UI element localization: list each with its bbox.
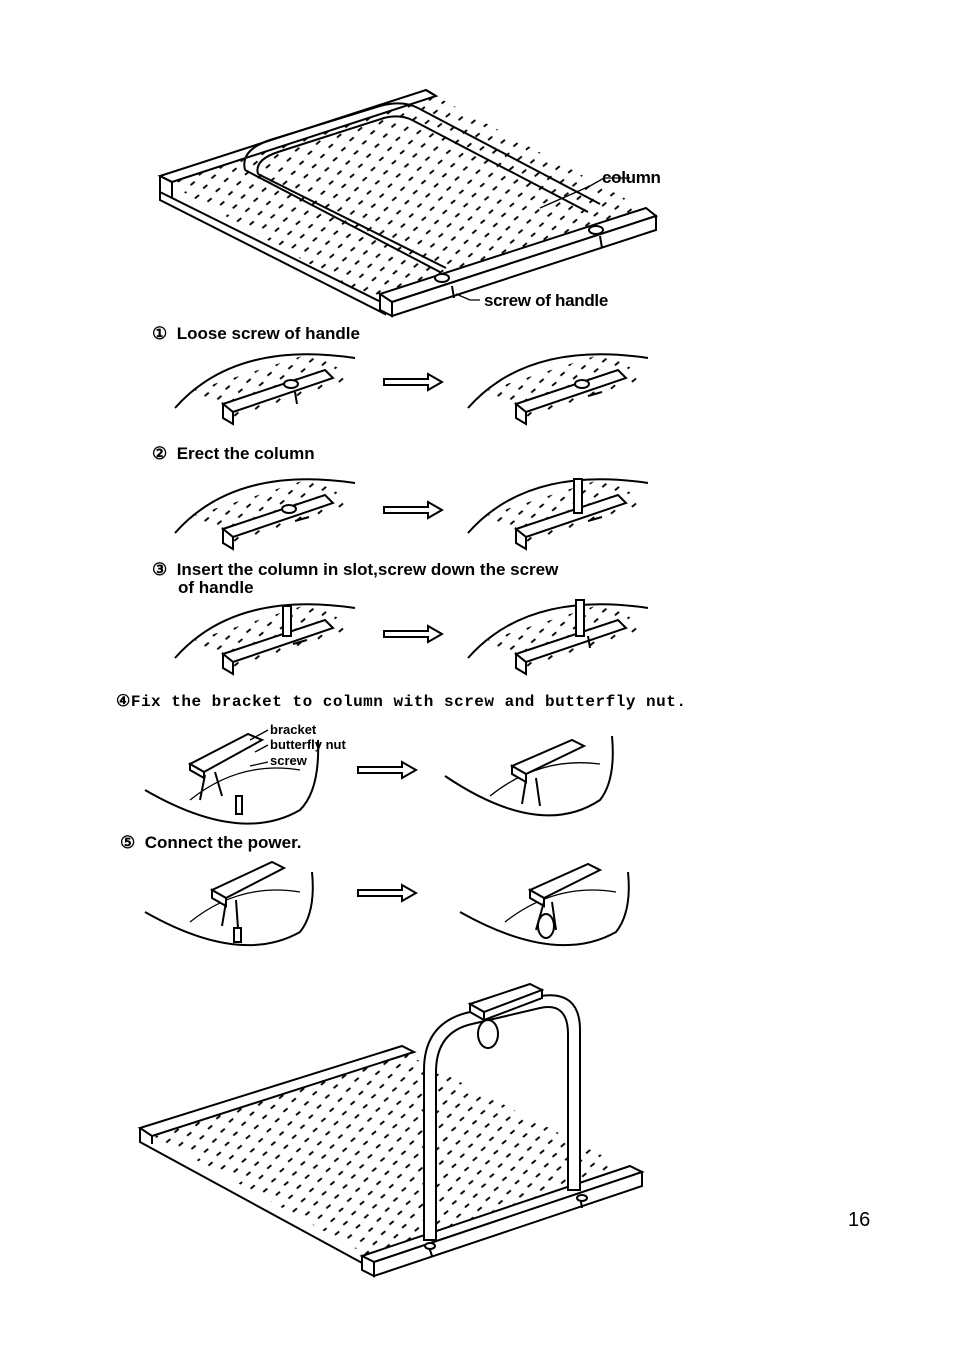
- label-column: column: [602, 168, 661, 187]
- step3-drawings: [174, 599, 649, 676]
- step-4-number: ④: [116, 693, 131, 711]
- final-assembly-drawing: [137, 982, 645, 1278]
- step-3-line-2: of handle: [178, 578, 254, 597]
- step-4: ④Fix the bracket to column with screw an…: [116, 691, 686, 711]
- step-1: ① Loose screw of handle: [152, 324, 360, 344]
- step-arrows: [357, 372, 445, 903]
- step-4-text: Fix the bracket to column with screw and…: [130, 693, 687, 711]
- step-5-number: ⑤: [120, 833, 136, 852]
- label-butterfly-nut: butterfly nut: [270, 737, 346, 752]
- step-1-text: Loose screw of handle: [176, 324, 360, 343]
- step-5-text: Connect the power.: [144, 833, 302, 852]
- label-bracket: bracket: [270, 722, 317, 737]
- step5-drawings: [144, 860, 630, 947]
- label-screw-of-handle: screw of handle: [484, 291, 608, 310]
- step-2: ② Erect the column: [152, 444, 315, 464]
- step4-drawings: [144, 729, 614, 825]
- step-3: ③ Insert the column in slot,screw down t…: [152, 560, 558, 580]
- step-2-number: ②: [152, 444, 168, 463]
- top-platform-drawing: [157, 88, 659, 318]
- page-number: 16: [848, 1209, 871, 1231]
- step-2-text: Erect the column: [176, 444, 315, 463]
- step-5: ⑤ Connect the power.: [120, 833, 302, 853]
- step-3-number: ③: [152, 560, 168, 579]
- label-screw: screw: [270, 753, 307, 768]
- step-3-text: Insert the column in slot,screw down the…: [176, 560, 559, 579]
- step-1-number: ①: [152, 324, 168, 343]
- step1-drawings: [174, 352, 649, 426]
- step2-drawings: [174, 477, 649, 551]
